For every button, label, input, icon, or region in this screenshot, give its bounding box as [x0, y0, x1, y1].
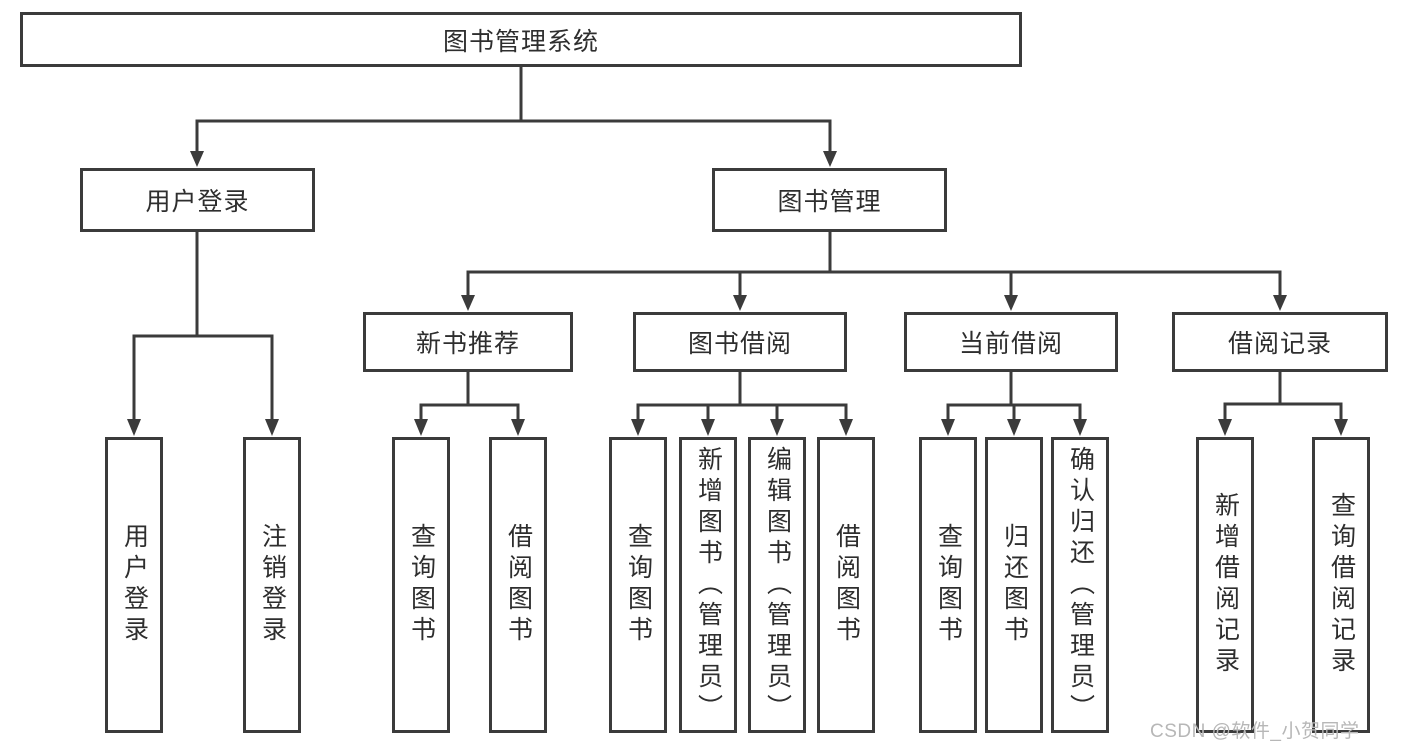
leaf-borrow-books-recommend: 借阅图书 [489, 437, 547, 733]
node-label: 查询图书 [934, 523, 963, 647]
node-label: 新增图书（管理员） [694, 445, 723, 725]
csdn-watermark: CSDN @软件_小贺同学 [1150, 721, 1360, 742]
node-user-login: 用户登录 [80, 168, 315, 232]
node-label: 当前借阅 [958, 330, 1063, 358]
leaf-query-borrow-record: 查询借阅记录 [1312, 437, 1370, 733]
node-label: 新书推荐 [415, 330, 520, 358]
node-library-system-root: 图书管理系统 [20, 12, 1022, 67]
leaf-query-books-borrow: 查询图书 [609, 437, 667, 733]
node-label: 注销登录 [258, 523, 287, 647]
arrowheads [127, 151, 1348, 436]
node-label: 借阅图书 [504, 523, 533, 647]
node-label: 编辑图书（管理员） [763, 445, 792, 725]
node-label: 图书管理 [777, 188, 882, 216]
node-label: 用户登录 [120, 523, 149, 647]
node-label: 用户登录 [145, 188, 250, 216]
node-label: 图书借阅 [687, 330, 792, 358]
node-new-book-recommend: 新书推荐 [363, 312, 573, 372]
leaf-return-books: 归还图书 [985, 437, 1043, 733]
node-label: 查询借阅记录 [1327, 492, 1356, 678]
node-label: 借阅图书 [832, 523, 861, 647]
node-borrowing-records: 借阅记录 [1172, 312, 1388, 372]
node-label: 确认归还（管理员） [1066, 445, 1095, 725]
leaf-add-book-admin: 新增图书（管理员） [679, 437, 737, 733]
node-current-borrowing: 当前借阅 [904, 312, 1118, 372]
node-label: 查询图书 [407, 523, 436, 647]
node-label: 归还图书 [1000, 523, 1029, 647]
leaf-add-borrow-record: 新增借阅记录 [1196, 437, 1254, 733]
node-book-borrowing: 图书借阅 [633, 312, 847, 372]
leaf-borrow-books: 借阅图书 [817, 437, 875, 733]
node-label: 新增借阅记录 [1211, 492, 1240, 678]
leaf-user-login: 用户登录 [105, 437, 163, 733]
leaf-logout: 注销登录 [243, 437, 301, 733]
node-label: 查询图书 [624, 523, 653, 647]
node-label: 图书管理系统 [442, 27, 599, 56]
leaf-confirm-return-admin: 确认归还（管理员） [1051, 437, 1109, 733]
node-label: 借阅记录 [1227, 330, 1332, 358]
leaf-query-books-current: 查询图书 [919, 437, 977, 733]
leaf-query-books-recommend: 查询图书 [392, 437, 450, 733]
leaf-edit-book-admin: 编辑图书（管理员） [748, 437, 806, 733]
node-book-management: 图书管理 [712, 168, 947, 232]
